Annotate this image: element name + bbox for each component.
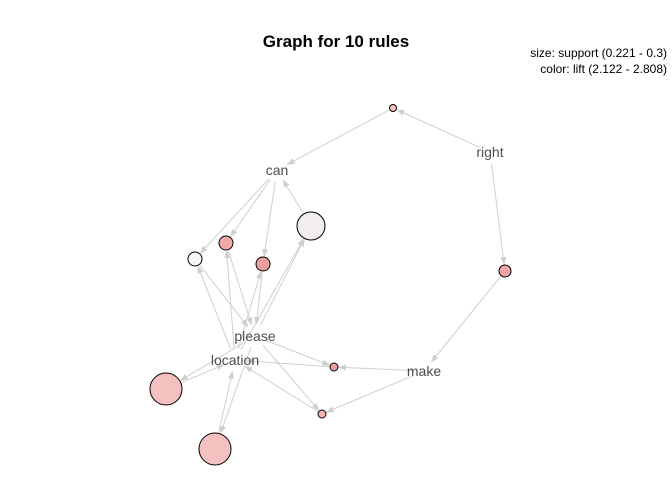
edge-right-to-r1: [396, 109, 480, 148]
edge-r6-to-location: [245, 358, 330, 368]
edge-location-to-r5: [240, 238, 305, 350]
edge-location-to-r4: [237, 270, 262, 349]
edge-can-to-r4: [262, 181, 276, 258]
item-label-please: please: [234, 328, 275, 344]
edge-r7-to-location: [181, 364, 225, 383]
rule-node-r5: [296, 211, 326, 241]
edge-r3-to-please: [199, 265, 249, 328]
item-label-can: can: [266, 162, 289, 178]
labels-layer: can right please location make: [211, 144, 504, 379]
edge-please-to-r8: [220, 347, 252, 434]
edge-location-to-r3: [197, 265, 232, 350]
edge-can-to-r2: [230, 179, 271, 238]
edge-r4-to-please: [254, 271, 263, 326]
rule-node-r10: [498, 264, 512, 278]
legend-color: color: lift (2.122 - 2.808): [540, 62, 667, 76]
edge-please-to-r9: [262, 344, 320, 411]
item-label-make: make: [407, 363, 441, 379]
edges-layer: [179, 109, 507, 434]
legend-size: size: support (0.221 - 0.3): [530, 46, 667, 60]
rule-node-r1: [389, 104, 397, 112]
rule-node-r4: [255, 256, 271, 272]
edge-r5-to-can: [282, 179, 304, 214]
rule-node-r9: [317, 409, 327, 419]
rule-node-r2: [218, 235, 234, 251]
rule-node-r8: [198, 432, 232, 466]
edge-please-to-r7: [179, 341, 245, 381]
edge-r9-to-location: [244, 365, 319, 412]
rule-node-r3: [187, 251, 203, 267]
rules-layer: [149, 104, 512, 466]
item-label-location: location: [211, 352, 259, 368]
edge-can-to-r3: [199, 178, 270, 254]
edge-make-to-r6: [337, 364, 413, 371]
edge-r2-to-please: [227, 250, 253, 326]
edge-please-to-r6: [265, 339, 331, 366]
graph-title: Graph for 10 rules: [263, 32, 409, 51]
rule-node-r6: [329, 362, 339, 372]
edge-right-to-r10: [491, 163, 507, 266]
edge-r1-to-can: [286, 109, 390, 165]
edge-please-to-r5: [259, 238, 305, 326]
edge-r8-to-location: [218, 370, 234, 433]
rule-node-r7: [149, 372, 183, 406]
edge-location-to-r2: [224, 249, 235, 349]
edge-r10-to-make: [430, 276, 501, 363]
item-label-right: right: [476, 144, 503, 160]
edge-make-to-r9: [325, 375, 414, 413]
